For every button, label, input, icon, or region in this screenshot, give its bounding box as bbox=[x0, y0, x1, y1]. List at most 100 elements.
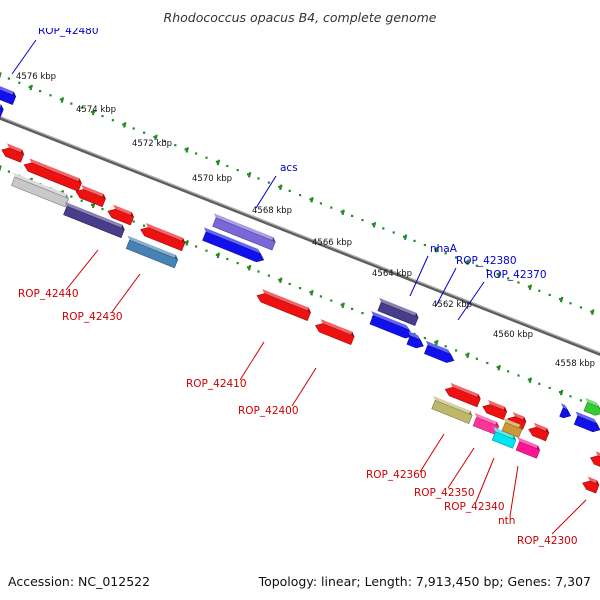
scale-dot bbox=[132, 220, 135, 223]
gene-label-leader bbox=[457, 281, 485, 321]
scale-dot bbox=[91, 110, 94, 113]
scale-dot bbox=[527, 378, 530, 381]
accession-text: Accession: NC_012522 bbox=[8, 574, 150, 589]
scale-dot bbox=[496, 366, 499, 369]
feature-acs bbox=[212, 213, 276, 251]
feature-nth-b bbox=[515, 437, 541, 459]
scale-dot bbox=[548, 386, 551, 389]
scale-dot bbox=[330, 206, 333, 209]
scale-dot bbox=[486, 268, 489, 272]
gene-label: ROP_42340 bbox=[444, 501, 505, 513]
feature-acs-strand bbox=[202, 227, 265, 263]
feature-top-face bbox=[561, 403, 567, 410]
gene-label: ROP_42300 bbox=[517, 535, 578, 547]
feature-body bbox=[125, 239, 179, 269]
feature-body bbox=[23, 162, 82, 192]
feature-top-face bbox=[488, 400, 507, 412]
scale-dot bbox=[444, 252, 447, 255]
scale-dot bbox=[496, 273, 499, 276]
scale-dot bbox=[465, 353, 468, 356]
feature-top-face bbox=[575, 411, 597, 424]
feature-top-face bbox=[0, 82, 16, 97]
scale-dot bbox=[330, 299, 333, 302]
scale-dot bbox=[423, 336, 426, 340]
scale-tick bbox=[372, 221, 377, 228]
scale-dot bbox=[475, 357, 478, 360]
scale-tick bbox=[216, 252, 221, 259]
scale-dot bbox=[319, 202, 322, 205]
feature-body bbox=[107, 208, 135, 226]
gene-label-leader bbox=[509, 465, 519, 517]
scale-label: 4570 kbp bbox=[192, 174, 232, 184]
feature-nth bbox=[528, 422, 550, 442]
feature-rop-42345 bbox=[501, 417, 523, 438]
scale-dot bbox=[215, 253, 218, 256]
feature-body bbox=[256, 293, 312, 321]
feature-top-face bbox=[595, 451, 600, 459]
feature-side-face bbox=[596, 402, 600, 414]
scale-track-upper bbox=[0, 72, 595, 315]
scale-dot bbox=[267, 274, 270, 277]
feature-rop-42480-b bbox=[0, 101, 4, 119]
feature-body bbox=[424, 344, 455, 363]
scale-dot bbox=[174, 144, 177, 147]
scale-dot bbox=[226, 257, 229, 261]
scale-dot bbox=[70, 195, 73, 198]
scale-dot bbox=[569, 395, 572, 398]
feature-rop-42300 bbox=[582, 476, 600, 494]
scale-dot bbox=[163, 139, 166, 143]
scale-dot bbox=[319, 295, 322, 298]
scale-dot bbox=[143, 224, 146, 227]
scale-label: 4574 kbp bbox=[76, 105, 116, 115]
feature-body bbox=[377, 302, 419, 326]
feature-top-face bbox=[7, 143, 24, 154]
feature-top-face bbox=[12, 172, 69, 199]
feature-rop-42435 bbox=[140, 222, 186, 252]
gene-label: ROP_42400 bbox=[238, 405, 299, 417]
feature-rop-42400 bbox=[314, 319, 355, 345]
scale-dot bbox=[517, 281, 520, 284]
feature-top-face bbox=[64, 201, 125, 230]
scale-dot bbox=[205, 249, 208, 252]
scale-dot bbox=[392, 231, 395, 234]
scale-tick bbox=[528, 377, 533, 384]
scale-label: 4572 kbp bbox=[132, 139, 172, 149]
scale-dot bbox=[288, 189, 291, 192]
scale-dot bbox=[340, 303, 343, 306]
feature-top-face bbox=[517, 437, 540, 450]
scale-dot bbox=[122, 123, 125, 126]
scale-dot bbox=[111, 119, 114, 122]
feature-body bbox=[406, 335, 424, 349]
scale-tick bbox=[279, 277, 283, 284]
scale-dot bbox=[7, 170, 10, 173]
scale-tick bbox=[123, 122, 127, 128]
feature-body bbox=[202, 231, 265, 263]
genome-backbone bbox=[0, 116, 600, 356]
gene-label-leader bbox=[447, 447, 475, 489]
label-leaders bbox=[11, 39, 587, 535]
scale-dot bbox=[247, 173, 250, 176]
scale-dot bbox=[403, 235, 406, 238]
scale-dot bbox=[195, 245, 198, 248]
scale-label: 4562 kbp bbox=[432, 300, 472, 310]
feature-rop-42360 bbox=[431, 395, 473, 424]
feature-top-face bbox=[214, 213, 276, 242]
scale-tick bbox=[341, 209, 345, 216]
feature-top-face bbox=[433, 395, 473, 416]
feature-top-face bbox=[204, 227, 260, 254]
feature-body bbox=[582, 480, 600, 494]
feature-top-face bbox=[493, 427, 516, 440]
scale-dot bbox=[590, 310, 593, 313]
scale-tick bbox=[497, 271, 501, 278]
scale-label: 4576 kbp bbox=[16, 72, 56, 82]
scale-label: 4566 kbp bbox=[312, 238, 352, 248]
scale-dot bbox=[143, 131, 146, 134]
gene-label: ROP_42350 bbox=[414, 487, 475, 499]
scale-dot bbox=[413, 239, 416, 242]
scale-dot bbox=[538, 289, 541, 292]
gene-label: ROP_42410 bbox=[186, 378, 247, 390]
scale-dot bbox=[548, 293, 551, 296]
feature-top-face bbox=[127, 235, 178, 260]
feature-top-face bbox=[379, 297, 419, 318]
feature-rop-42480 bbox=[0, 82, 17, 106]
